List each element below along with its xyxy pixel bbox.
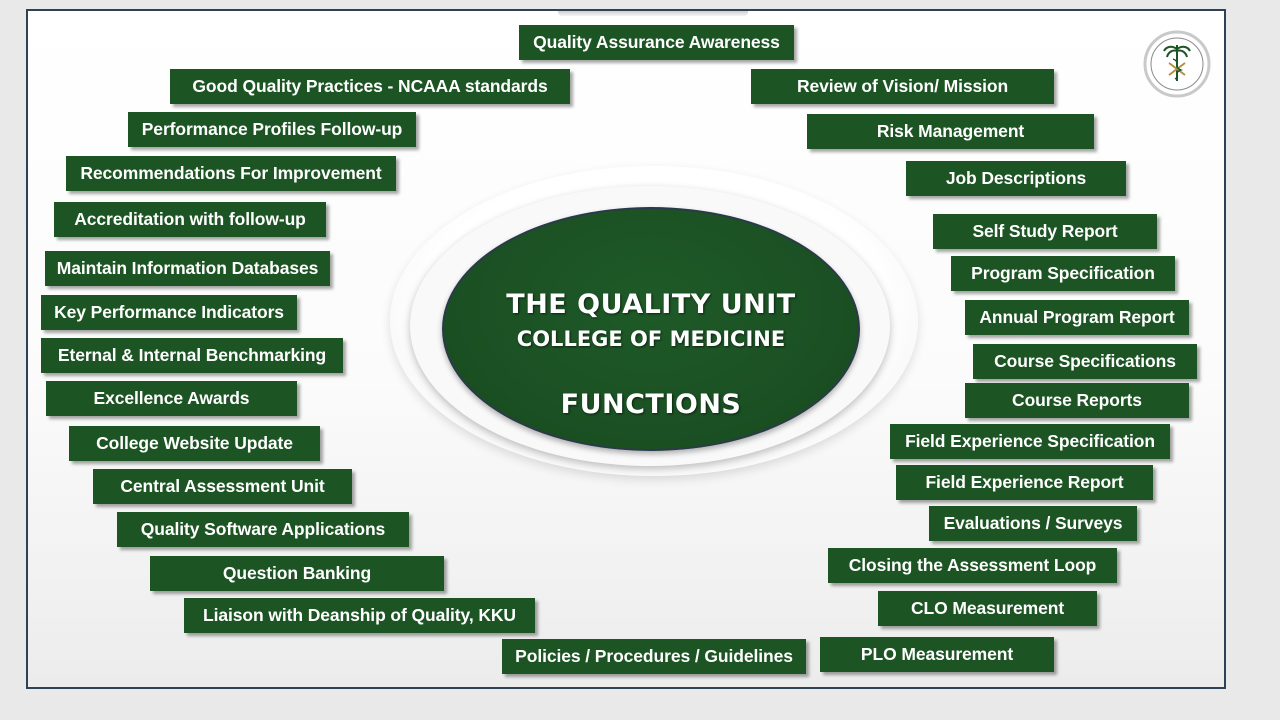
function-closing-assessment-loop: Closing the Assessment Loop bbox=[828, 548, 1117, 583]
function-liaison-deanship: Liaison with Deanship of Quality, KKU bbox=[184, 598, 535, 633]
function-benchmarking: Eternal & Internal Benchmarking bbox=[41, 338, 343, 373]
function-central-assessment-unit: Central Assessment Unit bbox=[93, 469, 352, 504]
function-review-vision-mission: Review of Vision/ Mission bbox=[751, 69, 1054, 104]
function-field-experience-specification: Field Experience Specification bbox=[890, 424, 1170, 459]
function-quality-assurance-awareness: Quality Assurance Awareness bbox=[519, 25, 794, 60]
function-question-banking: Question Banking bbox=[150, 556, 444, 591]
function-plo-measurement: PLO Measurement bbox=[820, 637, 1054, 672]
top-decoration bbox=[558, 11, 748, 16]
center-ellipse: THE QUALITY UNIT COLLEGE OF MEDICINE FUN… bbox=[442, 207, 860, 451]
function-course-reports: Course Reports bbox=[965, 383, 1189, 418]
function-maintain-databases: Maintain Information Databases bbox=[45, 251, 330, 286]
function-clo-measurement: CLO Measurement bbox=[878, 591, 1097, 626]
function-annual-program-report: Annual Program Report bbox=[965, 300, 1189, 335]
function-college-website-update: College Website Update bbox=[69, 426, 320, 461]
center-subtitle: COLLEGE OF MEDICINE bbox=[516, 327, 786, 351]
function-quality-software-applications: Quality Software Applications bbox=[117, 512, 409, 547]
slide: THE QUALITY UNIT COLLEGE OF MEDICINE FUN… bbox=[26, 9, 1226, 689]
center-functions-label: FUNCTIONS bbox=[560, 389, 742, 420]
function-excellence-awards: Excellence Awards bbox=[46, 381, 297, 416]
function-performance-profiles: Performance Profiles Follow-up bbox=[128, 112, 416, 147]
function-accreditation-follow-up: Accreditation with follow-up bbox=[54, 202, 326, 237]
function-good-quality-practices: Good Quality Practices - NCAAA standards bbox=[170, 69, 570, 104]
function-policies-procedures: Policies / Procedures / Guidelines bbox=[502, 639, 806, 674]
function-self-study-report: Self Study Report bbox=[933, 214, 1157, 249]
function-field-experience-report: Field Experience Report bbox=[896, 465, 1153, 500]
function-course-specifications: Course Specifications bbox=[973, 344, 1197, 379]
center-title: THE QUALITY UNIT bbox=[506, 289, 796, 320]
function-program-specification: Program Specification bbox=[951, 256, 1175, 291]
function-job-descriptions: Job Descriptions bbox=[906, 161, 1126, 196]
function-evaluations-surveys: Evaluations / Surveys bbox=[929, 506, 1137, 541]
college-emblem-logo bbox=[1143, 30, 1211, 98]
function-recommendations-improvement: Recommendations For Improvement bbox=[66, 156, 396, 191]
function-key-performance-indicators: Key Performance Indicators bbox=[41, 295, 297, 330]
function-risk-management: Risk Management bbox=[807, 114, 1094, 149]
